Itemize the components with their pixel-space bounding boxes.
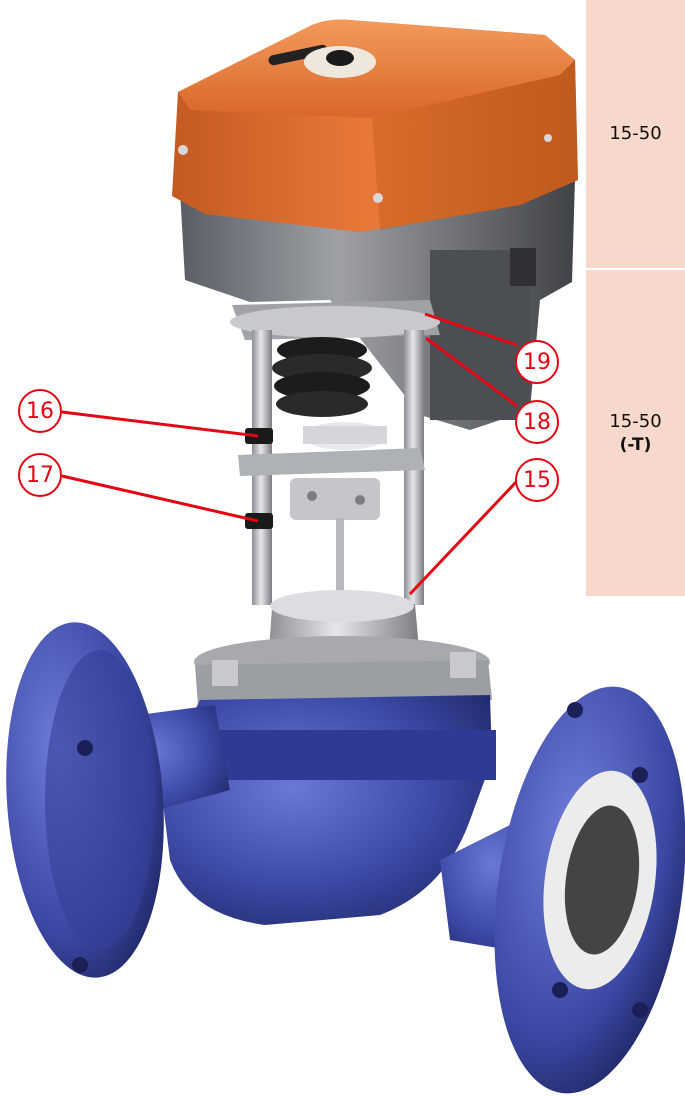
limit-stop-upper	[245, 428, 273, 444]
variant-label-row-2: (-T)	[619, 435, 652, 455]
valve-body	[6, 622, 685, 1094]
valve-stem	[336, 518, 344, 608]
table-divider	[586, 268, 685, 270]
callout-15: 15	[515, 458, 559, 502]
callout-15-number: 15	[523, 467, 551, 493]
actuator-cover-top	[178, 19, 575, 118]
bonnet	[194, 590, 492, 705]
callout-18-number: 18	[523, 409, 551, 435]
size-table-row-2: 15-50 (-T)	[586, 270, 685, 596]
size-label-row-2: 15-50	[609, 411, 662, 432]
limit-stop-lower	[245, 513, 273, 529]
callout-16-number: 16	[26, 398, 54, 424]
body-top-flange	[196, 730, 496, 780]
callout-leaders	[61, 312, 520, 596]
callout-17: 17	[18, 453, 62, 497]
yoke-assembly	[230, 300, 440, 608]
callout-18: 18	[515, 400, 559, 444]
size-label-row-1: 15-50	[609, 123, 662, 144]
callout-16: 16	[18, 389, 62, 433]
size-table-row-1: 15-50	[586, 0, 685, 268]
callout-17-number: 17	[26, 462, 54, 488]
manual-override-lever	[268, 44, 328, 66]
bonnet-flange	[195, 660, 492, 705]
size-table: 15-50 15-50 (-T)	[586, 0, 685, 596]
bellows	[272, 337, 372, 417]
callout-19-number: 19	[523, 349, 551, 375]
actuator	[172, 19, 578, 430]
stem-connector	[290, 478, 380, 520]
callout-19: 19	[515, 340, 559, 384]
